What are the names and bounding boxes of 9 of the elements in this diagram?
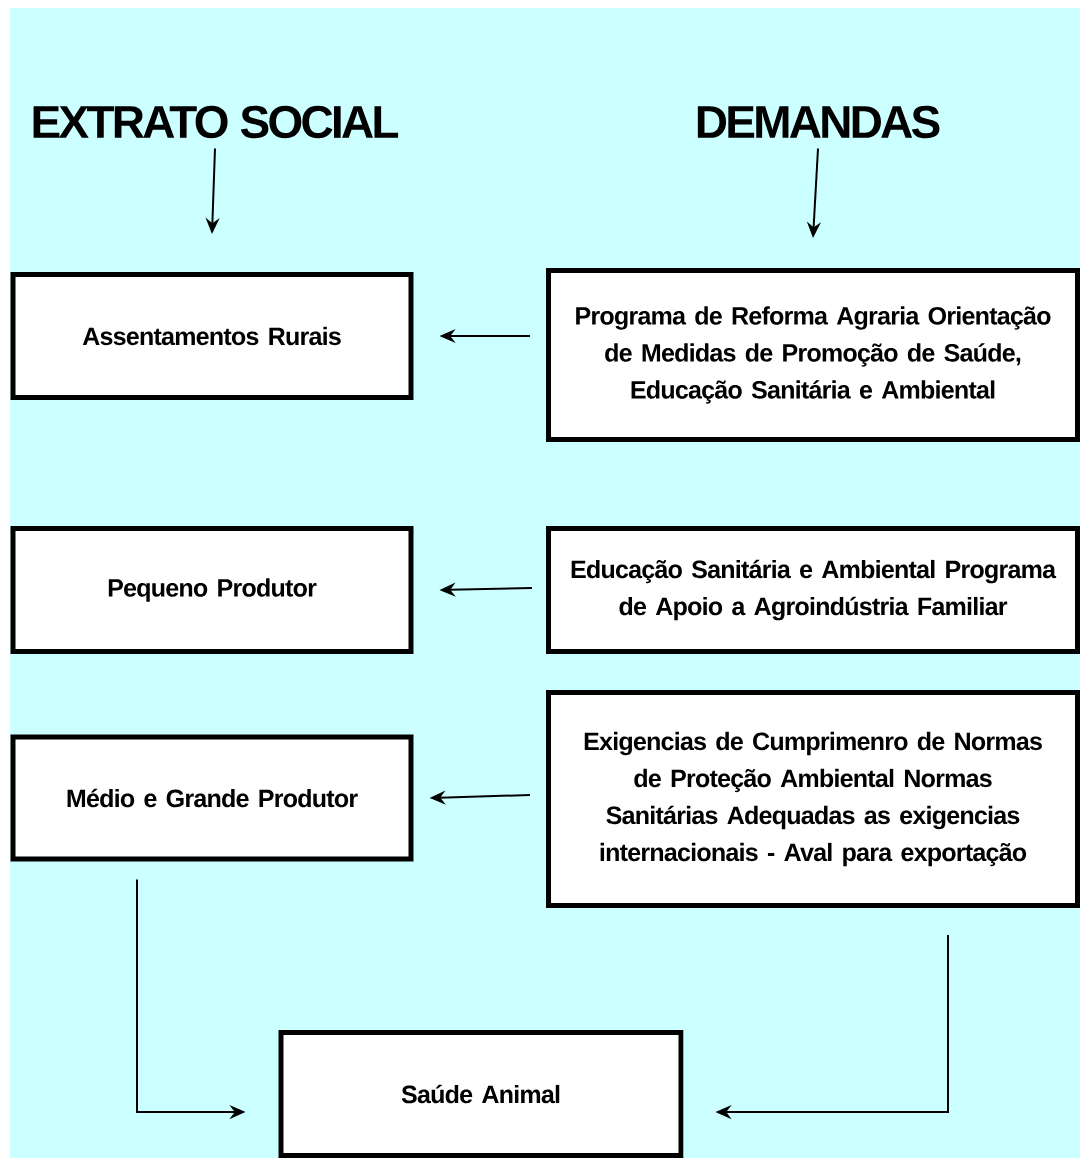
text-box: Exigencias de Cumprimenro de Normas de Proteção Ambiental Normas Sanitárias Adequadas as exigencias internacionais - Aval para exportação xyxy=(546,690,1080,908)
heading: DEMANDAS xyxy=(697,105,940,139)
text-box: Saúde Animal xyxy=(278,1030,684,1158)
text-box: Pequeno Produtor xyxy=(10,526,414,654)
text-box: Educação Sanitária e Ambiental Programa de Apoio a Agroindústria Familiar xyxy=(546,526,1080,654)
heading: EXTRATO SOCIAL xyxy=(33,105,399,139)
text-box: Médio e Grande Produtor xyxy=(10,734,414,862)
text-box: Programa de Reforma Agraria Orientação de Medidas de Promoção de Saúde, Educação Sanitária e Ambiental xyxy=(546,268,1080,442)
text-box: Assentamentos Rurais xyxy=(10,272,414,400)
